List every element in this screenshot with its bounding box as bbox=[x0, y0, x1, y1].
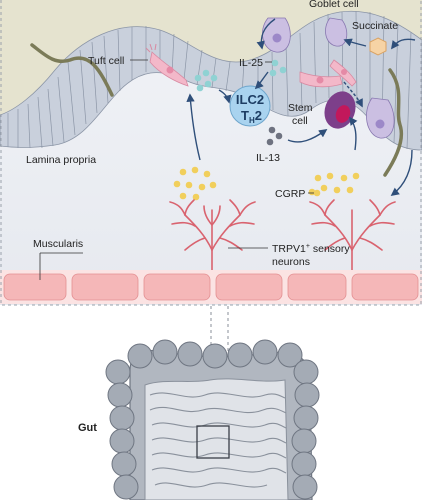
succinate-label: Succinate bbox=[352, 20, 398, 32]
ilc2-label: ILC2 bbox=[236, 92, 264, 107]
stem-cell bbox=[324, 91, 356, 129]
goblet-cell-small bbox=[325, 17, 348, 47]
zoom-box bbox=[196, 425, 230, 459]
muscularis-layer bbox=[0, 270, 422, 304]
goblet-cell-right bbox=[366, 97, 395, 139]
tuft-cell-label: Tuft cell bbox=[88, 55, 124, 67]
mucus-layer bbox=[0, 0, 422, 115]
gut-label: Gut bbox=[78, 422, 97, 434]
stem-cell-label-line2: cell bbox=[292, 115, 308, 127]
ilc2-cell bbox=[229, 85, 271, 127]
il13-label: IL-13 bbox=[256, 152, 280, 164]
panel-border bbox=[0, 0, 422, 306]
lamina-propria-label: Lamina propria bbox=[26, 154, 96, 166]
muscularis-label: Muscularis bbox=[33, 238, 83, 250]
goblet-cell-label: Goblet cell bbox=[309, 0, 359, 10]
tuft-cell-left bbox=[145, 43, 189, 87]
leader-lines bbox=[39, 59, 314, 280]
stem-cell-label-line1: Stem bbox=[288, 102, 313, 114]
tuft-cell-middle bbox=[299, 71, 343, 88]
trpv1-rest: sensory bbox=[310, 243, 350, 255]
il25-label: IL-25 bbox=[239, 57, 263, 69]
th2-label-sub: H bbox=[249, 116, 255, 125]
th2-label-t: T bbox=[241, 108, 249, 123]
goblet-cell-top bbox=[262, 17, 291, 53]
il13-particles bbox=[266, 126, 283, 146]
trpv1-neuron-right bbox=[309, 199, 396, 301]
signal-arrows bbox=[186, 18, 416, 197]
cgrp-label: CGRP bbox=[275, 188, 305, 200]
cgrp-pointer-dot bbox=[313, 189, 321, 197]
tuft-cell-right bbox=[329, 59, 357, 87]
cgrp-particles-left bbox=[173, 166, 217, 201]
cgrp-particles-right bbox=[308, 172, 360, 196]
helminth-worm-left bbox=[30, 43, 114, 97]
trpv1-label-line2: neurons bbox=[272, 256, 310, 268]
trpv1-label-line1: TRPV1+ sensory bbox=[272, 243, 350, 255]
helminth-worm-right bbox=[383, 68, 403, 177]
trpv1-name: TRPV1 bbox=[272, 243, 306, 255]
gut-illustration bbox=[105, 339, 320, 500]
th2-label: TH2 bbox=[241, 108, 262, 125]
trpv1-sup: + bbox=[306, 243, 310, 250]
th2-label-suffix: 2 bbox=[255, 108, 262, 123]
succinate-icon bbox=[369, 37, 387, 56]
il25-particles bbox=[194, 59, 287, 92]
